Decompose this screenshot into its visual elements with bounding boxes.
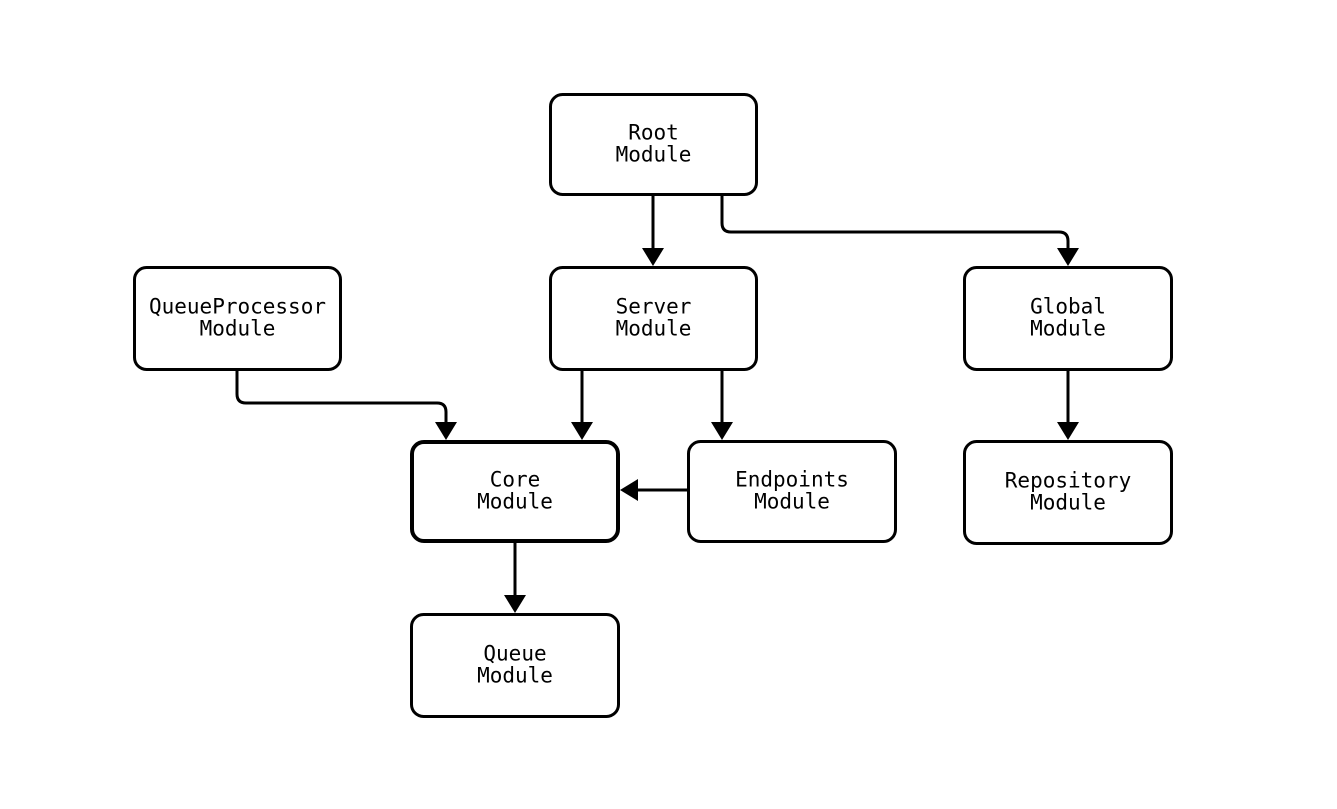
queue-module-label-line-2: Module — [477, 664, 553, 688]
server-module-label-line-1: Server — [616, 295, 692, 319]
edge-server-to-endpoints-arrowhead — [711, 422, 733, 440]
edge-server-to-core — [571, 371, 593, 440]
edge-server-to-endpoints — [711, 371, 733, 440]
repository-module-label-line-1: Repository — [1005, 469, 1131, 493]
server-module-box[interactable] — [549, 266, 758, 371]
edge-root-to-server — [642, 196, 664, 266]
repository-module-box[interactable] — [963, 440, 1173, 545]
queueprocessor-module-label-line-1: QueueProcessor — [149, 295, 326, 319]
core-module-label-line-1: Core — [490, 468, 541, 492]
edge-queueprocessor-to-core-arrowhead — [435, 422, 457, 440]
edge-queueprocessor-to-core — [235, 371, 457, 440]
root-module-box[interactable] — [549, 93, 758, 196]
server-module-label-line-2: Module — [616, 317, 692, 341]
core-module-box[interactable] — [410, 440, 620, 543]
edge-global-to-repository — [1057, 371, 1079, 440]
core-module-label-line-2: Module — [477, 490, 553, 514]
edges-layer — [235, 196, 1079, 613]
edge-global-to-repository-arrowhead — [1057, 422, 1079, 440]
root-module-label-line-2: Module — [616, 143, 692, 167]
edge-endpoints-to-core-arrowhead — [620, 479, 638, 501]
edge-root-to-global-arrowhead — [1057, 248, 1079, 266]
endpoints-module-label-line-1: Endpoints — [735, 468, 849, 492]
edge-core-to-queue-arrowhead — [504, 595, 526, 613]
global-module-label-line-1: Global — [1030, 295, 1106, 319]
nodes-layer: RootModuleQueueProcessorModuleServerModu… — [133, 93, 1173, 718]
edge-root-to-global — [720, 196, 1079, 266]
edge-server-to-core-arrowhead — [571, 422, 593, 440]
global-module-label-line-2: Module — [1030, 317, 1106, 341]
edge-root-to-server-arrowhead — [642, 248, 664, 266]
repository-module-label-line-2: Module — [1030, 491, 1106, 515]
edge-root-to-global-line — [720, 196, 1070, 248]
edge-core-to-queue — [504, 543, 526, 613]
queueprocessor-module-box[interactable] — [133, 266, 342, 371]
root-module-label-line-1: Root — [628, 121, 679, 145]
global-module-box[interactable] — [963, 266, 1173, 371]
edge-queueprocessor-to-core-line — [235, 371, 448, 422]
endpoints-module-label-line-2: Module — [754, 490, 830, 514]
queue-module-label-line-1: Queue — [483, 642, 546, 666]
queueprocessor-module-label-line-2: Module — [200, 317, 276, 341]
queue-module-box[interactable] — [410, 613, 620, 718]
edge-endpoints-to-core — [620, 479, 687, 501]
endpoints-module-box[interactable] — [687, 440, 897, 543]
